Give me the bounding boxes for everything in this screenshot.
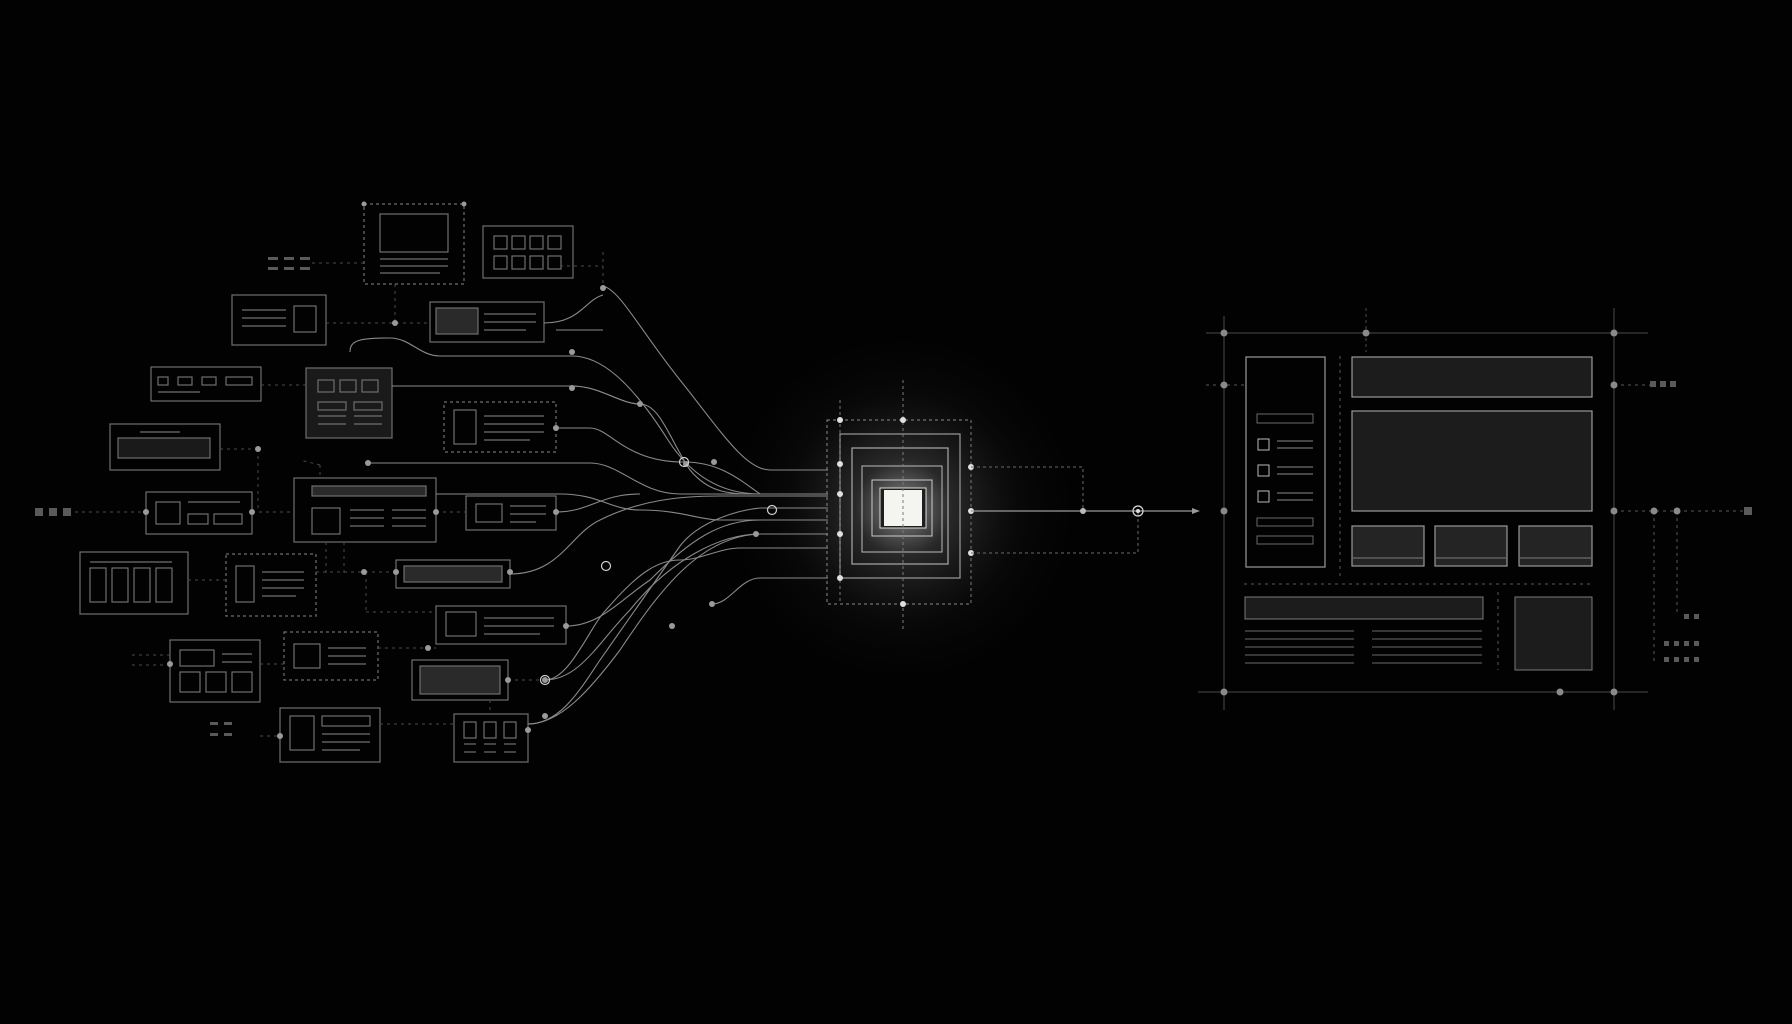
target-sidebar: [1245, 356, 1326, 568]
target-side-dotted: [1206, 356, 1752, 670]
source-card-media-row: [429, 301, 545, 343]
target-guide-nodes: [1220, 329, 1681, 696]
target-text-lines: [1245, 630, 1482, 664]
flow-node-rings: [539, 456, 778, 686]
source-card-profile: [225, 553, 317, 617]
source-card-banner: [109, 423, 221, 471]
source-card-article: [443, 401, 557, 453]
source-card-list: [465, 495, 557, 531]
source-card-buttons: [150, 366, 262, 402]
source-card-dashboard: [305, 367, 393, 439]
source-card-bottom-grid: [453, 713, 529, 763]
target-layout: [1198, 308, 1752, 710]
source-card-header-panel: [293, 477, 437, 543]
source-card-small-form: [145, 491, 253, 535]
source-card-media-text: [435, 605, 567, 645]
source-card-cluster: [79, 203, 574, 763]
source-card-bottom-detail: [279, 707, 381, 763]
right-edge-markers: [1650, 381, 1752, 662]
flow-nodes: [143, 201, 759, 739]
source-card-columns: [79, 551, 189, 615]
left-edge-markers: [35, 257, 310, 736]
target-bottom-bar: [1244, 596, 1484, 620]
source-card-monitor: [363, 203, 465, 285]
source-card-grid: [482, 225, 574, 279]
source-card-text-image: [231, 294, 327, 346]
target-tiles: [1351, 525, 1593, 567]
source-card-wide-bar: [395, 559, 511, 589]
source-card-table: [169, 639, 261, 703]
dotted-card-connectors: [75, 252, 604, 737]
target-header-block: [1351, 356, 1593, 398]
source-card-filled-box: [411, 659, 509, 701]
target-side-block: [1514, 596, 1593, 671]
source-card-image-text: [283, 631, 379, 681]
target-hero-block: [1351, 410, 1593, 512]
output-connector: [971, 466, 1200, 554]
